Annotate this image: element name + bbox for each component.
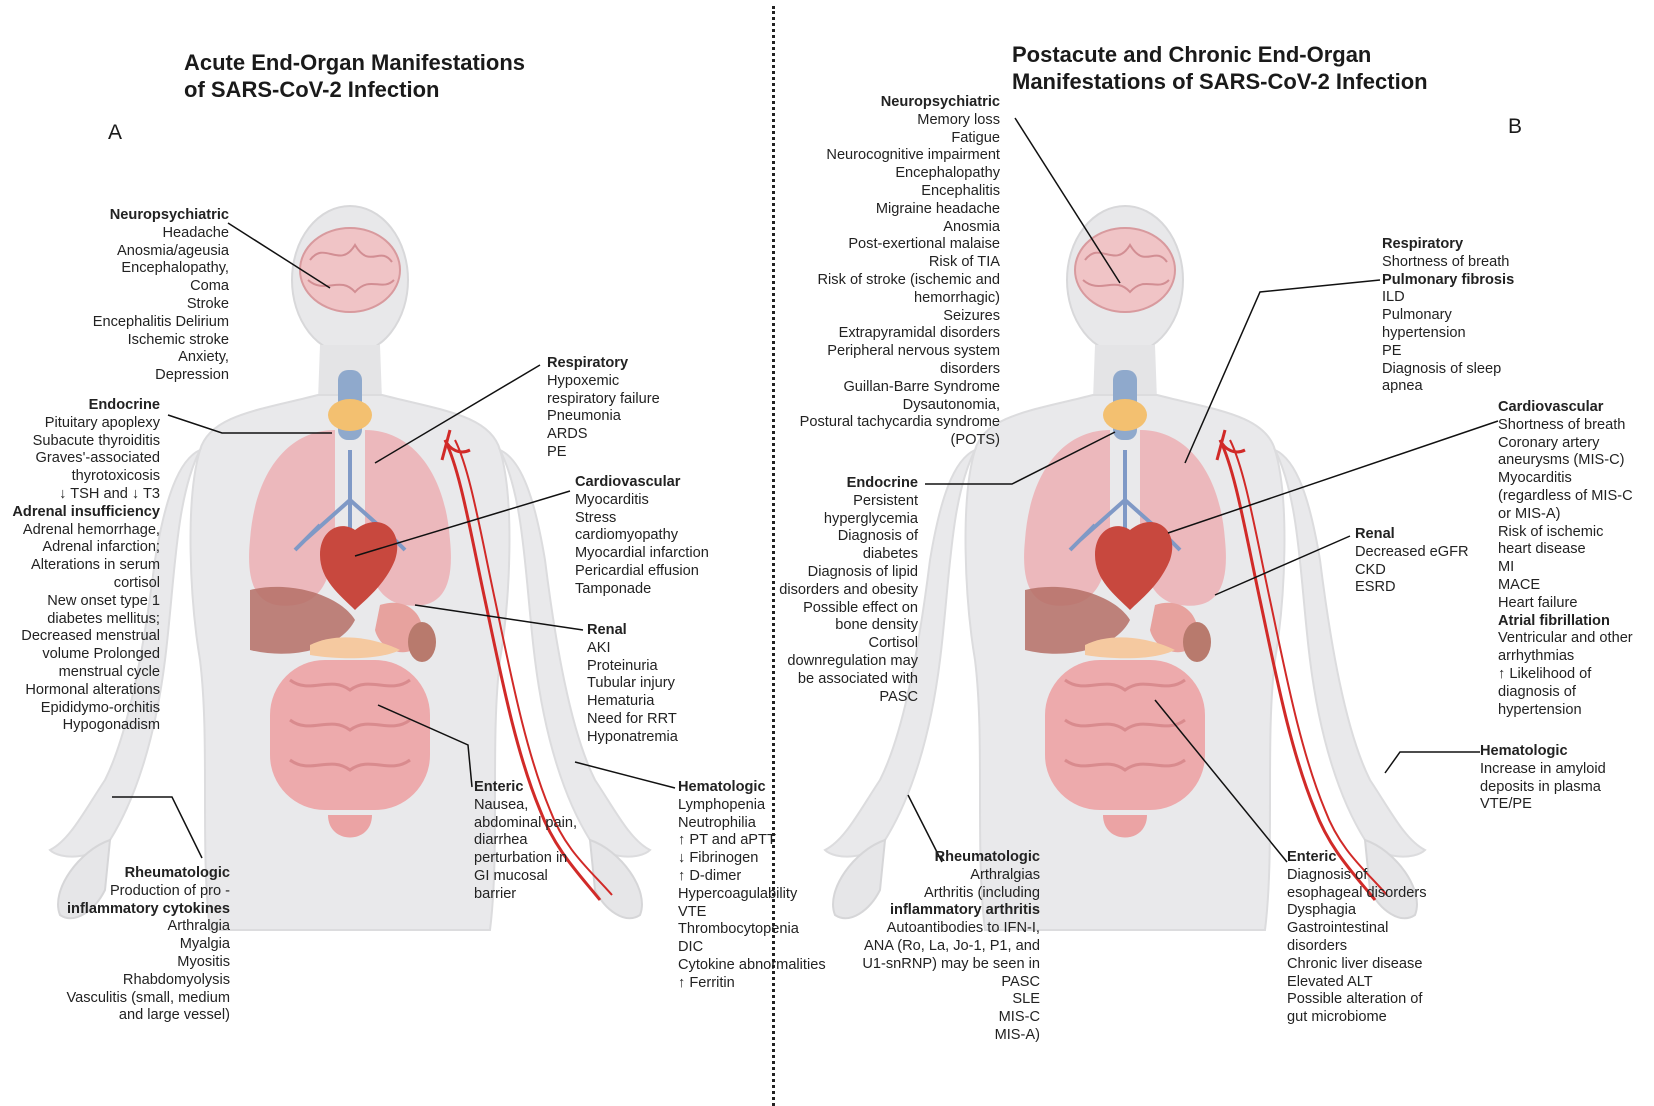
b-rheumatologic: Rheumatologic Arthralgias Arthritis (inc… [862, 849, 1040, 1043]
b-endocrine: Endocrine Persistent hyperglycemia Diagn… [779, 475, 918, 705]
a-neuropsychiatric: Neuropsychiatric Headache Anosmia/ageusi… [92, 207, 229, 384]
a-rheumatologic: Rheumatologic Production of pro - inflam… [66, 865, 230, 1024]
b-enteric: Enteric Diagnosis of esophageal disorder… [1287, 849, 1427, 1026]
a-enteric: Enteric Nausea, abdominal pain, diarrhea… [474, 779, 578, 902]
panel-a-letter: A [108, 121, 123, 144]
b-hematologic: Hematologic Increase in amyloid deposits… [1480, 743, 1606, 813]
b-renal: Renal Decreased eGFR CKD ESRD [1355, 526, 1469, 596]
b-neuropsychiatric: Neuropsychiatric Memory loss Fatigue Neu… [799, 94, 1000, 449]
a-cardiovascular: Cardiovascular Myocarditis Stress cardio… [575, 474, 709, 597]
a-renal: Renal AKI Proteinuria Tubular injury Hem… [587, 622, 678, 745]
a-hematologic: Hematologic Lymphopenia Neutrophilia ↑ P… [678, 779, 826, 991]
b-cardiovascular: Cardiovascular Shortness of breath Coron… [1498, 399, 1633, 718]
panel-a-title: Acute End-Organ Manifestations of SARS-C… [184, 50, 526, 102]
panel-divider [772, 6, 775, 1106]
a-respiratory: Respiratory Hypoxemic respiratory failur… [547, 355, 660, 460]
b-respiratory: Respiratory Shortness of breath Pulmonar… [1382, 236, 1515, 395]
panel-b-title: Postacute and Chronic End-Organ Manifest… [1012, 42, 1428, 94]
a-endocrine: Endocrine Pituitary apoplexy Subacute th… [12, 397, 160, 734]
panel-b-letter: B [1508, 115, 1523, 138]
